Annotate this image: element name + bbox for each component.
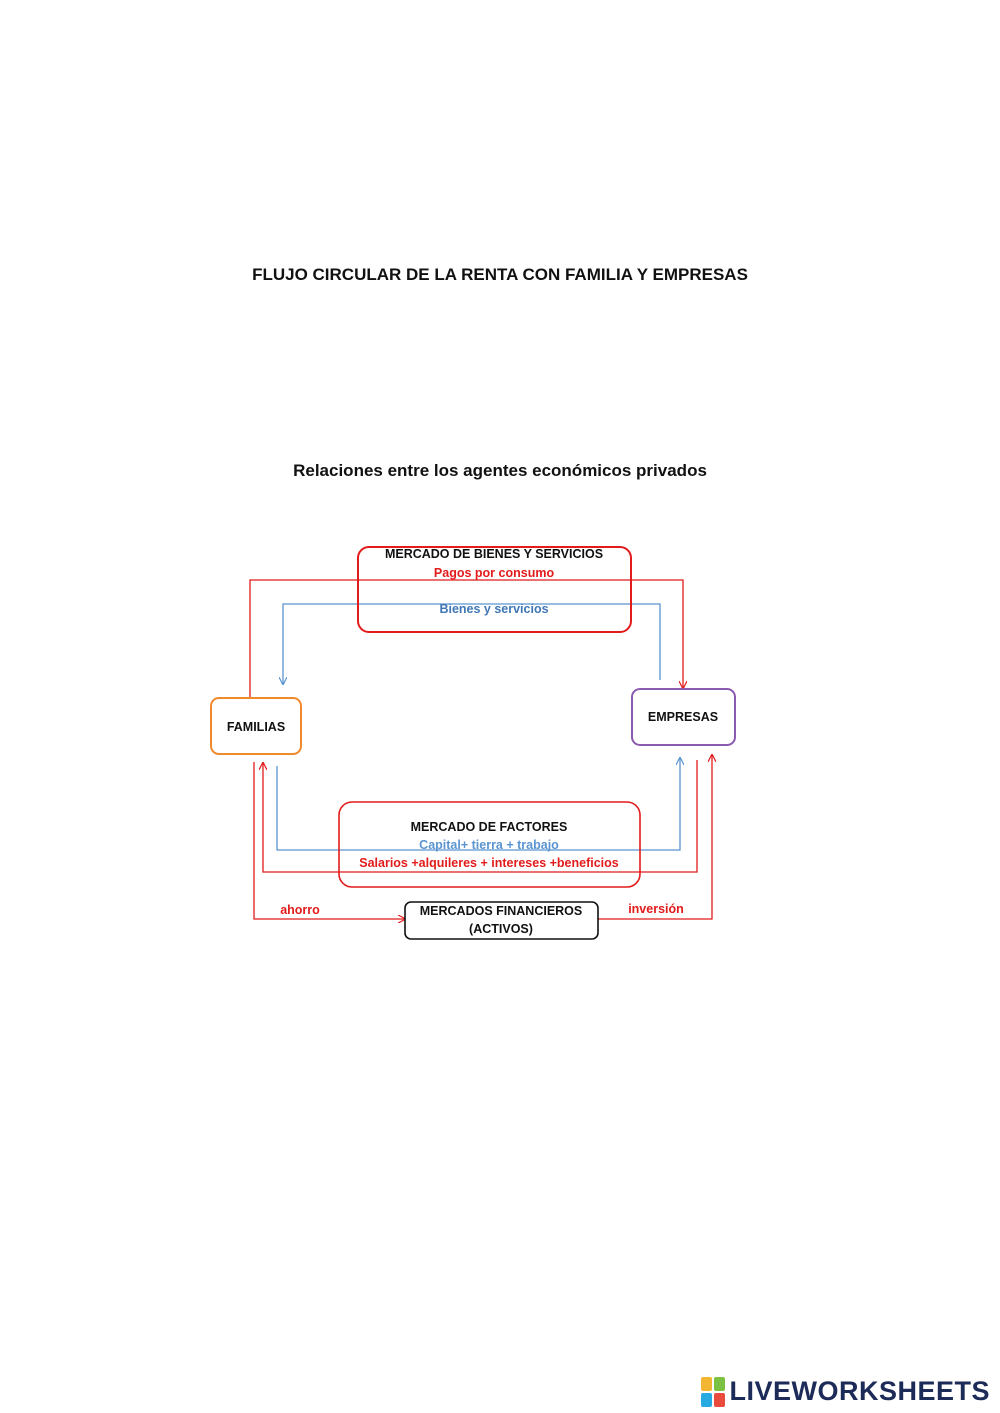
mercado-factores-title: MERCADO DE FACTORES [411,820,568,834]
empresas-box [631,688,736,746]
pagos-consumo-arrow [249,579,683,698]
inversion-arrow [598,755,712,920]
rentas-label: Salarios +alquileres + intereses +benefi… [359,856,619,870]
factores-label: Capital+ tierra + trabajo [419,838,559,852]
mercados-financieros-box [404,901,599,940]
mercado-bienes-title: MERCADO DE BIENES Y SERVICIOS [385,547,603,561]
liveworksheets-logo-icon [701,1376,726,1407]
bienes-servicios-label: Bienes y servicios [439,602,548,616]
page-subtitle: Relaciones entre los agentes económicos … [293,461,707,480]
mercados-financieros-line2: (ACTIVOS) [469,922,533,936]
empresas-label: EMPRESAS [648,710,718,724]
ahorro-arrow [253,762,405,919]
pagos-consumo-label: Pagos por consumo [434,566,555,580]
rentas-arrow [263,760,698,873]
inversion-label: inversión [628,902,684,916]
page-title: FLUJO CIRCULAR DE LA RENTA CON FAMILIA Y… [252,265,748,284]
mercado-bienes-box [357,546,632,633]
bienes-servicios-arrow [283,603,661,684]
familias-label: FAMILIAS [227,720,285,734]
mercados-financieros-line1: MERCADOS FINANCIEROS [420,904,583,918]
mercado-factores-box [338,801,641,888]
liveworksheets-watermark: LIVEWORKSHEETS [701,1376,990,1407]
factores-arrow [276,758,680,851]
ahorro-label: ahorro [280,903,320,917]
familias-box [210,697,302,755]
watermark-text: LIVEWORKSHEETS [729,1376,990,1406]
